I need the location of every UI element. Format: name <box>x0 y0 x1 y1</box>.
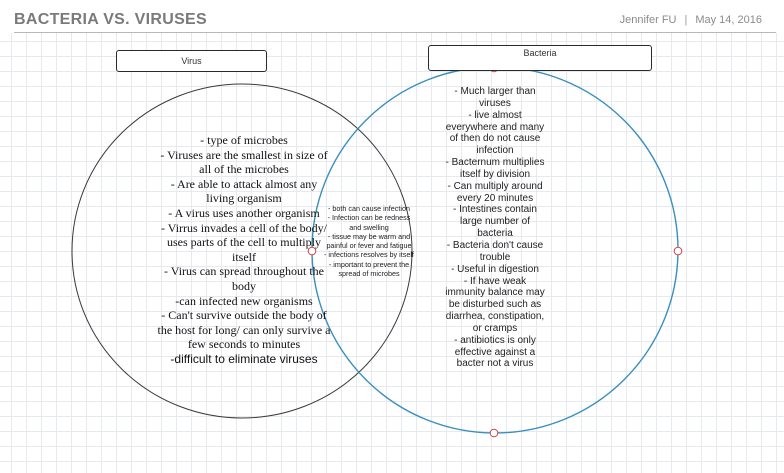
overlap-line: spread of microbes <box>338 269 400 279</box>
bacteria-label-box[interactable]: Bacteria <box>428 45 652 71</box>
bacteria-bottom-handle[interactable] <box>489 428 499 438</box>
bacteria-line: - Can multiply around <box>447 180 543 192</box>
virus-line: - Virus can spread throughout the <box>163 264 325 279</box>
virus-text[interactable]: - type of microbes - Viruses are the sma… <box>134 133 354 367</box>
virus-line: - Can't survive outside the body of <box>161 308 327 323</box>
bacteria-right-handle[interactable] <box>673 246 683 256</box>
virus-label-box[interactable]: Virus <box>116 50 267 72</box>
overlap-line: - important to prevent the <box>328 259 410 269</box>
bacteria-line: effective against a <box>454 346 536 358</box>
virus-line: uses parts of the cell to multiply <box>167 235 321 250</box>
header-divider <box>14 32 776 33</box>
bacteria-line: of then do not cause <box>449 133 541 145</box>
overlap-line: - Infection can be redness <box>327 213 411 223</box>
page-header: BACTERIA VS. VIRUSES Jennifer FU | May 14,… <box>0 0 784 33</box>
virus-line: - Virrus invades a cell of the body/ <box>160 220 327 235</box>
virus-line: body <box>232 278 256 293</box>
overlap-text[interactable]: - both can cause infection - Infection c… <box>313 204 425 278</box>
bacteria-line: large number of <box>459 216 531 228</box>
virus-line: - type of microbes <box>200 133 288 147</box>
document-date: May 14, 2016 <box>695 14 762 26</box>
virus-line: living organism <box>206 191 282 206</box>
virus-line: itself <box>232 249 256 264</box>
virus-circle[interactable] <box>71 83 413 419</box>
bacteria-line: - Bacteria don't cause <box>446 239 544 251</box>
bacteria-line: immunity balance may <box>445 287 545 299</box>
virus-line: -difficult to eliminate viruses <box>170 351 318 366</box>
virus-line: the host for long/ can only survive a <box>157 322 331 337</box>
bacteria-line: - Useful in digestion <box>451 263 539 275</box>
virus-line: - A virus uses another organism <box>168 205 320 220</box>
bacteria-line: bacter not a virus <box>456 358 534 370</box>
bacteria-line: - antibiotics is only <box>454 334 536 346</box>
bacteria-left-handle[interactable] <box>307 246 317 256</box>
overlap-line: and swelling <box>349 222 389 232</box>
bacteria-line: - Intestines contain <box>453 204 537 216</box>
bacteria-line: everywhere and many <box>445 121 545 133</box>
meta-separator: | <box>684 14 688 26</box>
overlap-line: - infections resolves by itself <box>324 250 414 260</box>
bacteria-line: viruses <box>479 97 511 109</box>
bacteria-line: infection <box>476 145 514 157</box>
page-title: BACTERIA VS. VIRUSES <box>14 11 207 28</box>
bacteria-line: be disturbed such as <box>448 299 542 311</box>
bacteria-line: diarrhea, constipation, <box>445 311 545 323</box>
overlap-line: painful or fever and fatigue <box>326 241 412 251</box>
bacteria-line: - Much larger than <box>454 86 536 97</box>
bacteria-text[interactable]: - Much larger than viruses - live almost… <box>428 86 562 370</box>
overlap-line: - tissue may be warm and <box>327 231 411 241</box>
overlap-line: - both can cause infection <box>328 204 410 213</box>
bacteria-line: - Bacternum multiplies <box>445 157 545 169</box>
bacteria-line: or cramps <box>472 322 518 334</box>
virus-line: few seconds to minutes <box>187 337 301 352</box>
document-meta: Jennifer FU | May 14, 2016 <box>620 14 762 26</box>
virus-line: - Are able to attack almost any <box>170 176 318 191</box>
bacteria-line: - If have weak <box>463 275 527 287</box>
bacteria-line: trouble <box>479 251 511 263</box>
virus-line: -can infected new organisms <box>175 293 313 308</box>
bacteria-line: bacteria <box>477 228 513 240</box>
bacteria-line: every 20 minutes <box>456 192 534 204</box>
virus-line: all of the microbes <box>199 162 289 177</box>
virus-line: - Viruses are the smallest in size of <box>160 147 328 162</box>
bacteria-line: - live almost <box>468 109 522 121</box>
author-name: Jennifer FU <box>619 14 677 26</box>
bacteria-line: itself by division <box>459 168 531 180</box>
